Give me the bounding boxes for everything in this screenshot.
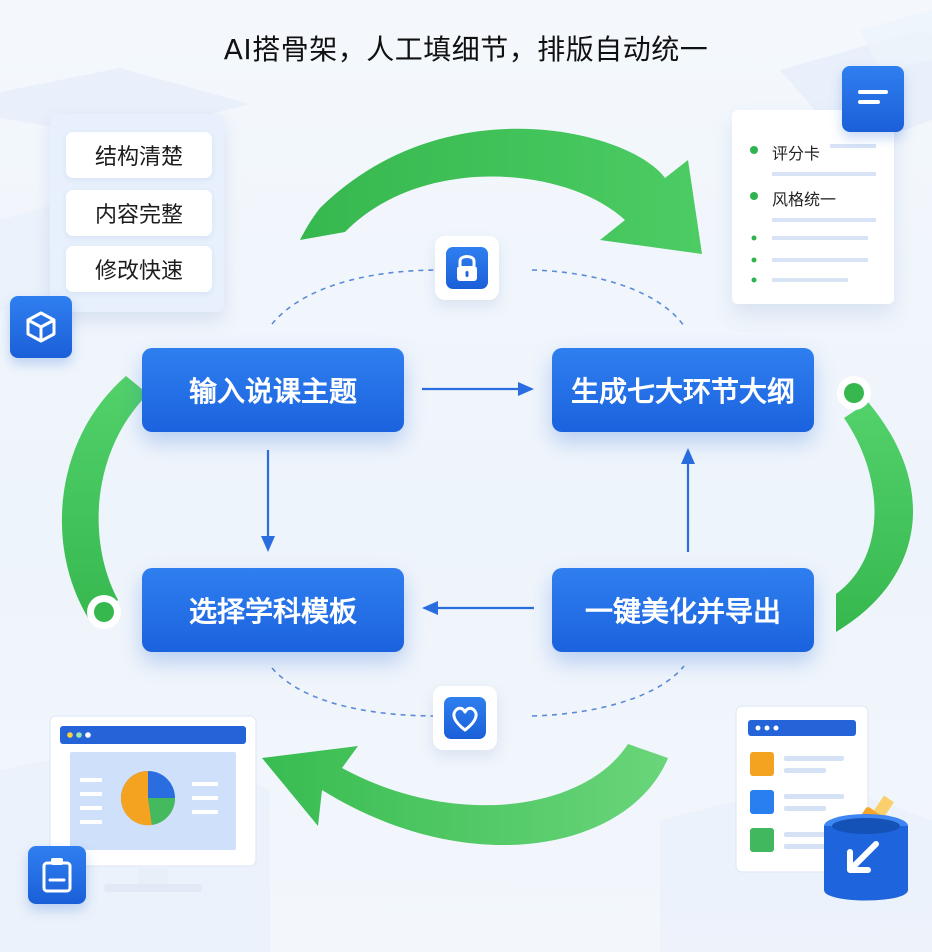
step-input-topic: 输入说课主题 [142,348,404,432]
score-card-item: 评分卡 [772,144,821,163]
feature-tag-card: 结构清楚 内容完整 修改快速 [50,114,224,312]
top-cycle-arrow [300,128,702,254]
bottom-cycle-arrow [262,744,668,846]
score-card: 评分卡 风格统一 [732,110,894,304]
diagram-title: AI搭骨架，人工填细节，排版自动统一 [223,33,709,66]
right-cycle-arrow [836,402,914,632]
step-generate-outline: 生成七大环节大纲 [552,348,814,432]
score-card-lines [750,144,876,283]
feature-tag: 结构清楚 [66,132,212,178]
monitor-illustration [49,715,257,892]
step-beautify-export: 一键美化并导出 [552,568,814,652]
heart-badge [433,686,497,750]
flow-arrow-left [422,601,534,615]
score-card-item: 风格统一 [772,190,837,209]
pen-holder-icon [824,795,908,901]
clipboard-icon [28,846,86,904]
flow-arrow-down [261,450,275,552]
feature-tag: 内容完整 [66,190,212,236]
heart-icon [444,697,486,739]
step-choose-template: 选择学科模板 [142,568,404,652]
lock-badge [435,236,499,300]
lock-icon [446,247,488,289]
cube-icon [10,296,72,358]
left-cycle-arrow [61,376,148,624]
feature-tag: 修改快速 [66,246,212,292]
flow-arrow-right [422,382,534,396]
flow-arrow-up [681,448,695,552]
document-icon [842,66,904,132]
